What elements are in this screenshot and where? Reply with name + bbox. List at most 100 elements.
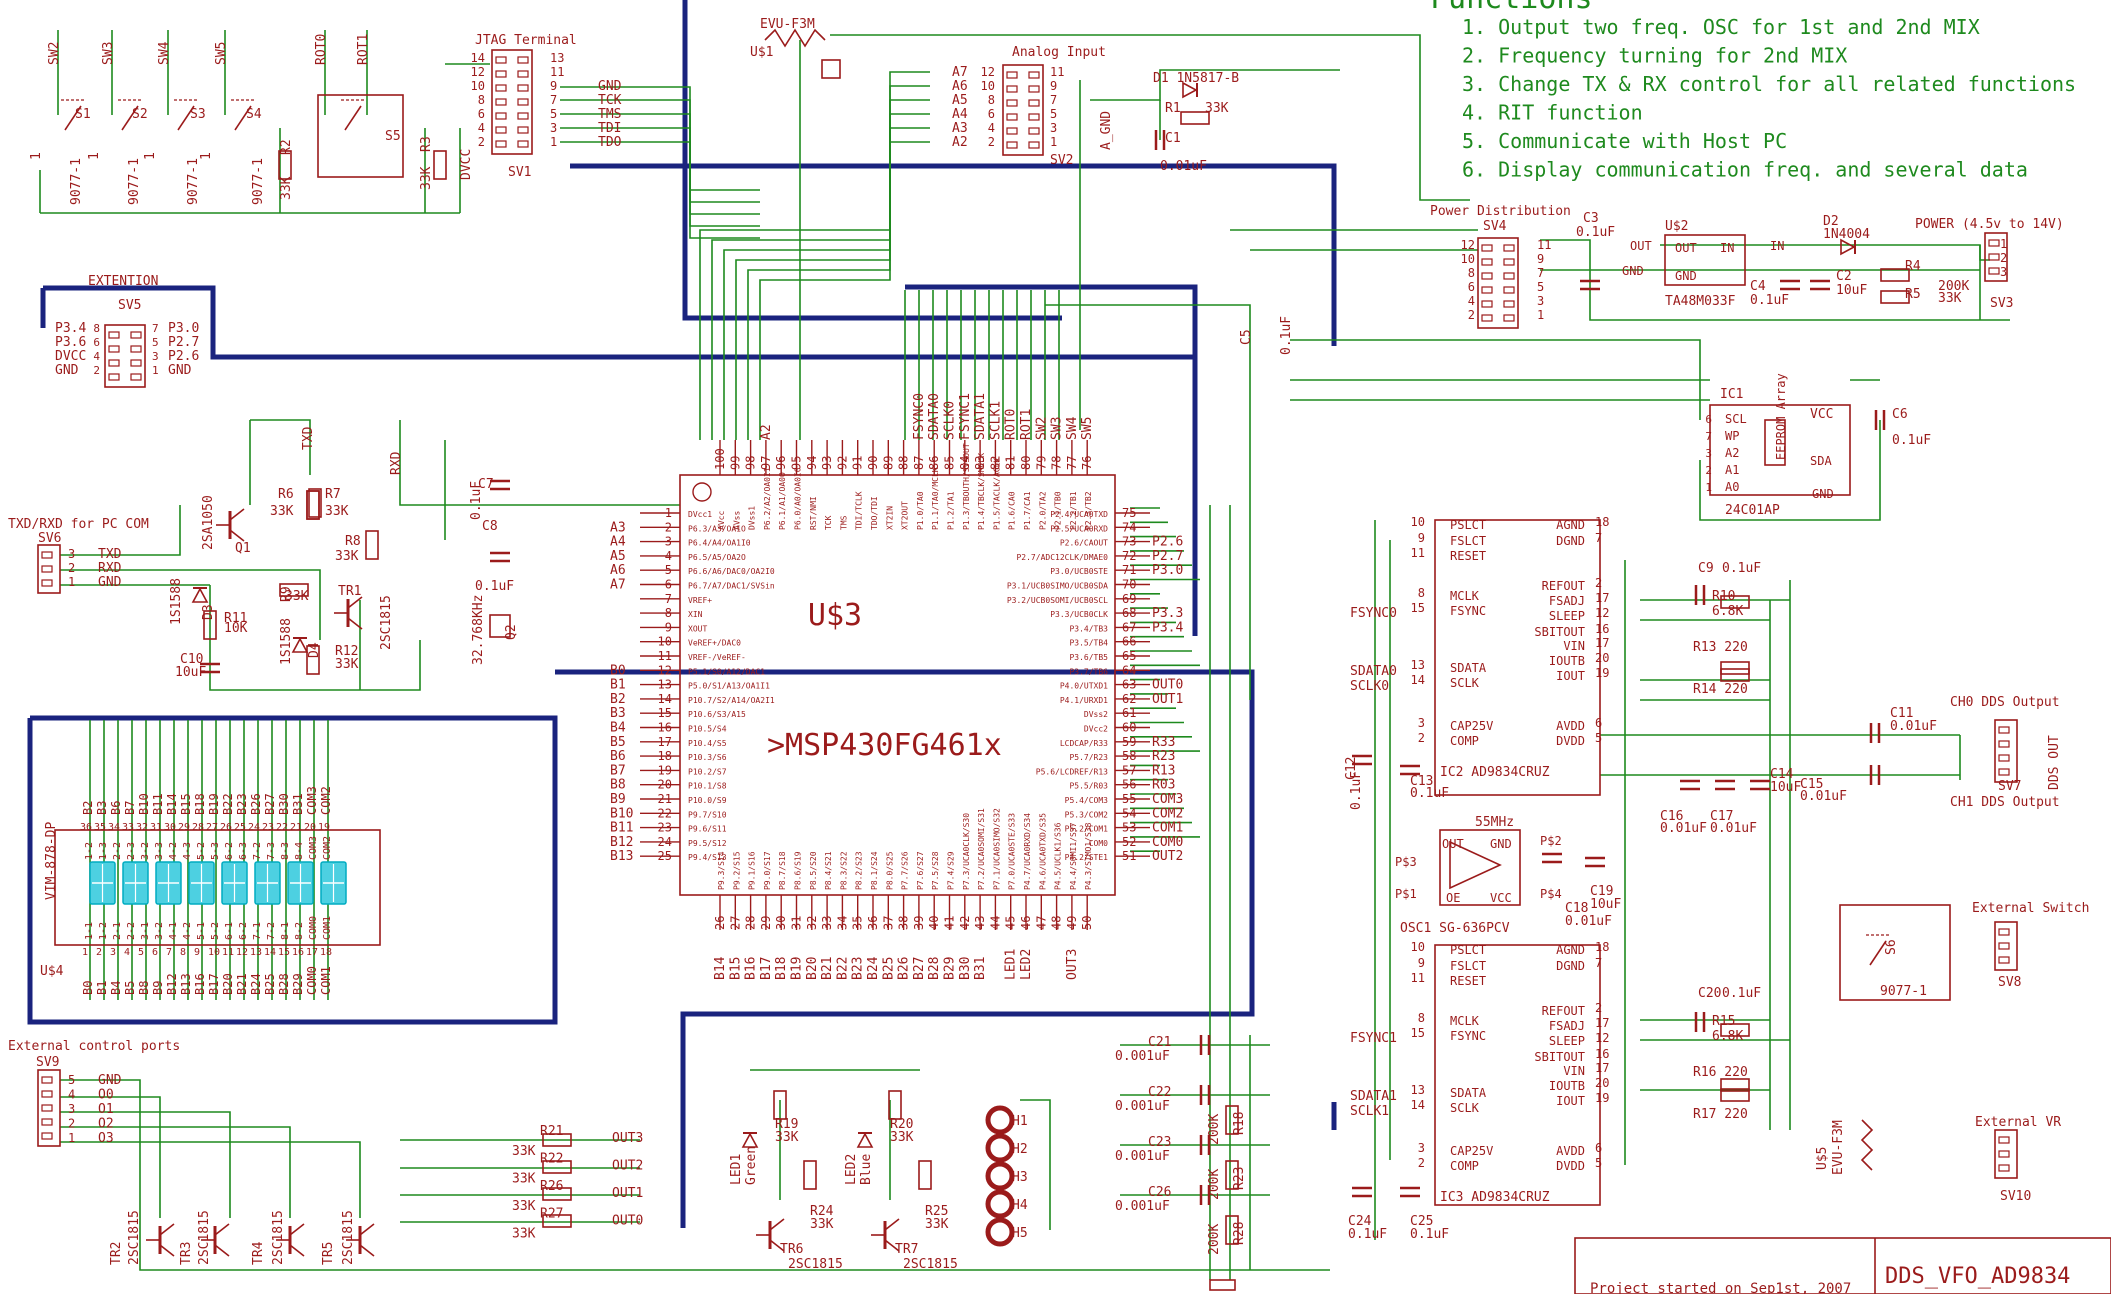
eeprom-sda: SDA: [1810, 454, 1832, 468]
mcu-bottom-num: 40: [927, 916, 941, 930]
mcu-left-num: 11: [658, 649, 672, 663]
mcu-bottom-num: 44: [988, 916, 1002, 930]
mcu-right-num: 63: [1122, 678, 1136, 692]
power-in-pin: 2: [2000, 251, 2007, 265]
capacitor-c18: [1542, 852, 1562, 864]
jtag-signal: GND: [598, 79, 622, 94]
led-rb-ref: R24: [810, 1204, 834, 1219]
pin-pad: [517, 56, 529, 64]
transistor-q1: [216, 508, 245, 542]
lcd-top-segment: 5-2: [196, 842, 207, 860]
mcu-top-num: 76: [1080, 456, 1094, 470]
dds-num-right: 17: [1595, 591, 1609, 605]
lcd-bottom-pin: 18: [320, 947, 332, 958]
capacitor-c17: [1715, 779, 1735, 791]
dds-pin-right: AVDD: [1556, 719, 1585, 733]
lcd-top-net: B14: [165, 793, 179, 815]
power-dist-pin-right: 7: [1537, 266, 1544, 280]
switch-lever: [344, 105, 362, 131]
mcu-left-net: B6: [610, 749, 626, 764]
mcu-left-name: P10.0/S9: [688, 796, 727, 805]
mcu-bottom-net: OUT3: [1065, 949, 1080, 980]
capacitor-c8: [490, 551, 510, 563]
mcu-left-name: P10.5/S4: [688, 725, 727, 734]
c7-ref: C7: [478, 477, 494, 492]
wire: [60, 1141, 361, 1218]
led-tr-value: 2SC1815: [788, 1257, 843, 1272]
dds-pin-right: IOUT: [1556, 669, 1585, 683]
mcu-left-num: 14: [658, 692, 672, 706]
capacitor-c2: [1810, 279, 1830, 291]
function-item: 4. RIT function: [1462, 101, 1643, 125]
switch-ref: S5: [385, 129, 401, 144]
ext-ports-out: OUT0: [612, 1214, 643, 1229]
extension-right: P2.6: [168, 349, 199, 364]
jtag-signal: TDO: [598, 135, 622, 150]
analog-pin-right: 11: [1050, 65, 1064, 79]
ch0-label: CH0 DDS Output: [1950, 695, 2060, 710]
jtag-pin-right: 3: [550, 121, 557, 135]
wire: [560, 86, 760, 191]
resistor-r2: [278, 150, 292, 180]
mcu-right-num: 75: [1122, 506, 1136, 520]
regulator-in: IN: [1720, 241, 1734, 255]
extension-left: P3.4: [55, 321, 86, 336]
wire: [1660, 244, 1990, 261]
pin-pad: [1503, 258, 1515, 266]
mcu-bottom-num: 39: [912, 916, 926, 930]
ext-switch-header: [1994, 921, 2018, 971]
lcd-bottom-segment: 6-1: [224, 922, 235, 940]
c13-ref: C13: [1410, 774, 1433, 789]
c1-ref: C1: [1165, 131, 1181, 146]
mcu-top-num: 100: [713, 448, 727, 470]
dds-pin-left: MCLK: [1450, 589, 1480, 603]
dds-ref-value: IC2 AD9834CRUZ: [1440, 765, 1550, 780]
functions-title: Functions: [1430, 0, 1593, 16]
c24-value: 0.1uF: [1348, 1227, 1387, 1242]
pin-pad: [108, 359, 120, 367]
switch-ref: S1: [75, 107, 91, 122]
mcu-top-num: 95: [790, 456, 804, 470]
ext-res-value: 33K: [512, 1227, 536, 1242]
ext-vr-value: EVU-F3M: [1831, 1120, 1846, 1175]
dds-fsync-net: FSYNC1: [1350, 1031, 1397, 1046]
dds-c-value: 0.1uF: [1722, 986, 1761, 1001]
capacitor-lcd: [1199, 1035, 1211, 1055]
r6-value: 33K: [270, 504, 294, 519]
mcu-top-name: P6.2/A2/OA0I1: [763, 467, 772, 530]
diode-d3: [191, 587, 209, 603]
collector: [347, 596, 363, 609]
pin-pad: [1998, 1164, 2010, 1172]
dds-out-label: DDS OUT: [2047, 735, 2062, 790]
ext-ports-pin: 5: [68, 1073, 75, 1087]
mcu-top-num: 83: [973, 456, 987, 470]
jtag-pin-left: 2: [478, 135, 485, 149]
c4-ref: C4: [1750, 279, 1766, 294]
pin-pad: [41, 1118, 53, 1126]
r12-value: 33K: [335, 657, 359, 672]
transistor-tr1: [334, 596, 363, 630]
mcu-bottom-name: P4.5/UCLK1/S36: [1054, 822, 1063, 890]
mcu-top-num: 79: [1034, 456, 1048, 470]
mcu-left-net: B12: [610, 835, 633, 850]
dds-pin-right: DGND: [1556, 534, 1585, 548]
resistor-r8: [365, 530, 379, 560]
bus-top: [682, 0, 1062, 321]
resistor-r28: [1225, 1215, 1239, 1245]
mcu-top-name: AVcc: [717, 511, 726, 530]
lcd-bottom-net: B16: [193, 973, 207, 995]
jtag-title: JTAG Terminal: [475, 33, 577, 48]
analog-channel: A7: [952, 65, 968, 80]
ext-ports-signal: O0: [98, 1088, 114, 1103]
lcd-bottom-pin: 15: [278, 947, 290, 958]
capacitor-c7: [490, 479, 510, 491]
switch-net: SW2: [47, 42, 62, 65]
pin-pad: [1006, 71, 1018, 79]
c12-ref: C12: [1344, 757, 1359, 780]
dds-c-ref: C20: [1698, 986, 1721, 1001]
c17-value: 0.01uF: [1710, 821, 1757, 836]
q2-value: 32.768KHz: [471, 595, 486, 665]
wire: [747, 127, 930, 440]
pin-pad: [130, 373, 142, 381]
analog-pin-left: 2: [988, 135, 995, 149]
